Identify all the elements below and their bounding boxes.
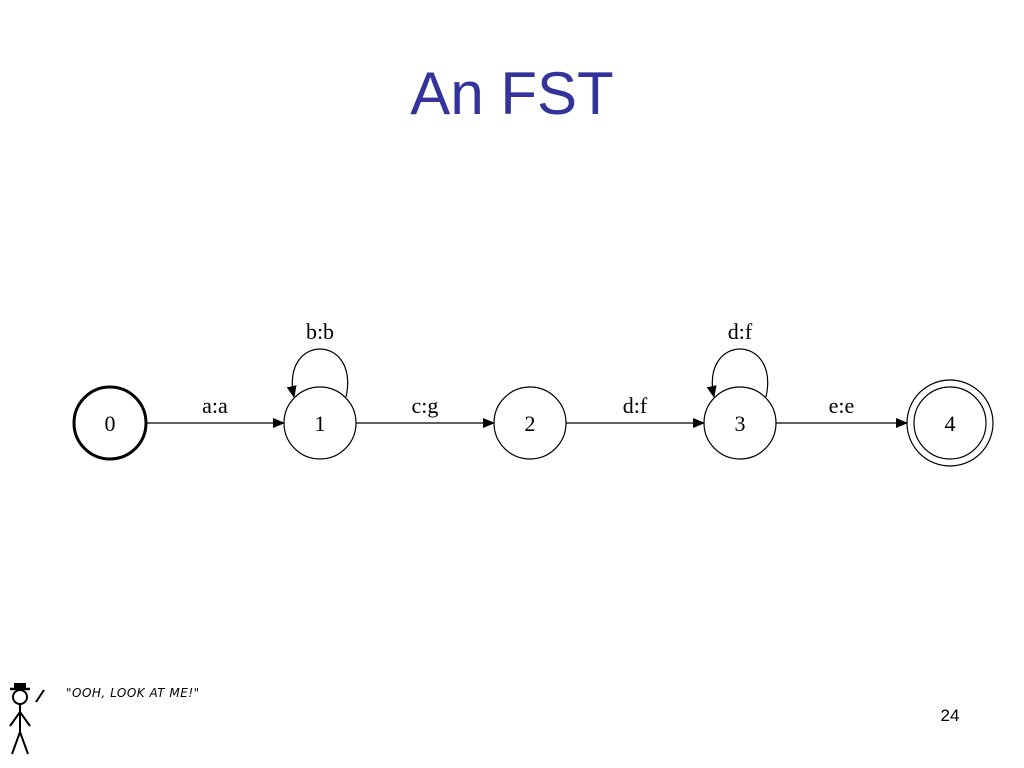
state-3: 3 bbox=[703, 386, 777, 460]
state-4: 4 bbox=[906, 379, 994, 467]
transition-label: d:f bbox=[728, 319, 753, 344]
transition-label: c:g bbox=[412, 393, 439, 418]
state-1: 1 bbox=[283, 386, 357, 460]
transition-0-1: a:a bbox=[146, 393, 285, 428]
transition-label: e:e bbox=[829, 393, 855, 418]
state-label: 1 bbox=[315, 411, 326, 436]
state-circle bbox=[493, 386, 567, 460]
state-circle bbox=[913, 386, 987, 460]
state-label: 3 bbox=[735, 411, 746, 436]
state-2: 2 bbox=[493, 386, 567, 460]
state-label: 4 bbox=[945, 411, 956, 436]
transition-3-4: e:e bbox=[776, 393, 908, 428]
self-loop-arrow bbox=[286, 348, 349, 398]
transition-1-2: c:g bbox=[356, 393, 495, 428]
state-0: 0 bbox=[72, 385, 148, 461]
stick-figure-icon bbox=[9, 683, 45, 755]
self-loop-arrow bbox=[706, 348, 769, 398]
state-label: 2 bbox=[525, 411, 536, 436]
final-state-ring bbox=[906, 379, 994, 467]
state-circle bbox=[72, 385, 148, 461]
cartoon-caption: "OOH, LOOK AT ME!" bbox=[66, 686, 200, 700]
transition-3-3: d:f bbox=[706, 319, 769, 398]
transition-label: a:a bbox=[202, 393, 228, 418]
transition-label: d:f bbox=[623, 393, 648, 418]
fst-diagram: a:a b:b c:g d:f d:f e:e 0 1 2 3 4 bbox=[72, 319, 994, 467]
state-label: 0 bbox=[105, 411, 116, 436]
page-number: 24 bbox=[940, 706, 960, 725]
transition-1-1: b:b bbox=[286, 319, 349, 398]
state-circle bbox=[283, 386, 357, 460]
slide-title: An FST bbox=[410, 60, 614, 127]
transition-2-3: d:f bbox=[566, 393, 705, 428]
state-circle bbox=[703, 386, 777, 460]
transition-label: b:b bbox=[306, 319, 334, 344]
